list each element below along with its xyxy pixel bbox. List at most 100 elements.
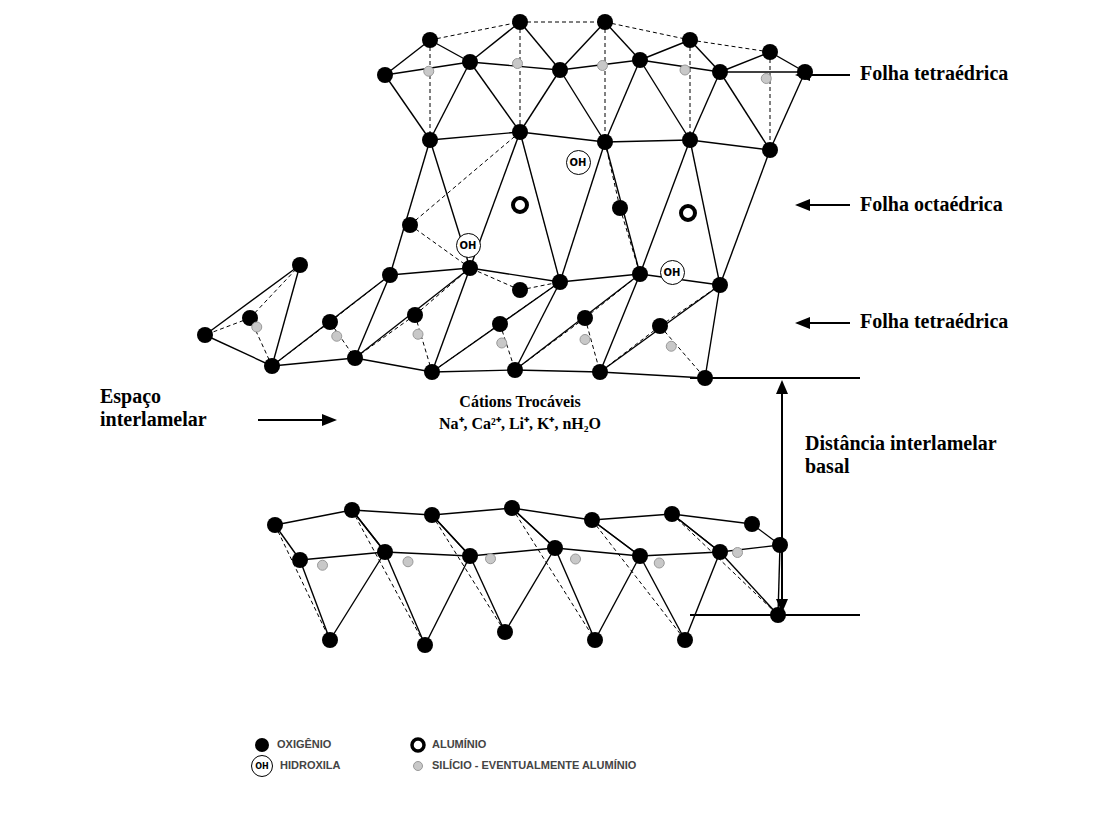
oxygen-atom <box>597 134 613 150</box>
bond-line <box>425 556 470 645</box>
bond-line <box>672 514 752 524</box>
bond-line <box>432 515 470 556</box>
oxygen-atom <box>632 266 648 282</box>
oxygen-atom <box>652 318 668 334</box>
bond-line <box>672 514 720 552</box>
bond-line <box>512 508 555 548</box>
bond-line <box>605 60 640 142</box>
bond-line <box>385 75 430 140</box>
bond-line <box>520 22 560 70</box>
bond-line <box>720 545 780 552</box>
silicon-atom <box>513 59 523 69</box>
leader-arrow <box>806 74 850 76</box>
oxygen-atom <box>507 362 523 378</box>
silicon-atom <box>332 331 342 341</box>
silicon-atom <box>413 329 423 339</box>
bond-line <box>272 358 355 366</box>
bond-line <box>720 72 770 150</box>
bond-line <box>355 268 470 358</box>
oxygen-atom <box>424 364 440 380</box>
oxygen-atom <box>377 67 393 83</box>
label-arrows <box>258 69 860 615</box>
oxygen-atom <box>547 540 563 556</box>
bond-line <box>430 62 470 140</box>
bond-line <box>470 62 520 132</box>
oxygen-atom <box>344 502 360 518</box>
leader-arrow <box>806 322 850 324</box>
bond-line <box>555 548 640 556</box>
hidden-bond-line <box>352 510 425 645</box>
hidden-bond-line <box>512 508 595 640</box>
bond-line <box>385 552 425 645</box>
bond-line <box>432 515 470 556</box>
silicon-atom <box>424 66 434 76</box>
bond-line <box>430 132 520 140</box>
bond-line <box>432 370 515 372</box>
aluminium-atom <box>681 206 695 220</box>
ion-label: Na⁺, Ca²⁺, Li⁺, K⁺, nH₂O <box>439 414 601 433</box>
bond-line <box>690 140 770 150</box>
oxygen-atom <box>577 310 593 326</box>
oxygen-atom <box>552 62 568 78</box>
legend-text: ALUMÍNIO <box>432 738 486 750</box>
bond-line <box>600 372 705 378</box>
hidden-bond-line <box>415 268 470 315</box>
oxygen-atom <box>322 314 338 330</box>
leader-arrow <box>258 419 325 421</box>
arrow-head <box>776 599 788 613</box>
oxygen-atom <box>584 512 600 528</box>
leader-arrow <box>806 204 850 206</box>
oxygen-atom <box>462 54 478 70</box>
oxygen-atom <box>197 327 213 343</box>
bond-line <box>560 274 640 282</box>
legend-text: OXIGÊNIO <box>277 738 331 750</box>
oxygen-atom <box>762 142 778 158</box>
bond-line <box>705 285 720 378</box>
bond-line <box>272 275 390 366</box>
oxygen-atom <box>512 282 528 298</box>
aluminium-sample <box>412 739 424 751</box>
legend-text: SILÍCIO - EVENTUALMENTE ALUMÍNIO <box>432 759 636 771</box>
oxygen-atom <box>424 507 440 523</box>
oxygen-atom <box>677 632 693 648</box>
oxygen-atom <box>682 32 698 48</box>
legend-text: HIDROXILA <box>280 759 341 771</box>
silicon-atom <box>654 558 664 568</box>
oxygen-atom <box>492 316 508 332</box>
legend-samples <box>255 738 424 771</box>
oxygen-atom <box>504 500 520 516</box>
silicon-atom <box>571 554 581 564</box>
bond-line <box>470 556 505 632</box>
bond-line <box>720 52 770 72</box>
bond-line <box>470 548 555 556</box>
bond-line <box>205 335 272 366</box>
hidden-bond-line <box>605 22 690 40</box>
bond-line <box>390 268 470 275</box>
silicon-sample <box>414 762 423 771</box>
silicon-atom <box>761 74 771 84</box>
bond-line <box>470 268 560 282</box>
oxygen-atom <box>682 132 698 148</box>
region-label: Espaço interlamelar <box>100 385 240 431</box>
oxygen-atom <box>322 632 338 648</box>
oxygen-atom <box>597 14 613 30</box>
bond-lines <box>205 22 805 645</box>
bond-line <box>595 556 640 640</box>
dimension-label: Distância interlamelar basal <box>805 432 1005 478</box>
bond-line <box>352 510 432 515</box>
bond-line <box>390 140 430 275</box>
bond-line <box>600 285 720 372</box>
silicon-atom <box>486 554 496 564</box>
bond-line <box>560 70 605 142</box>
bond-line <box>640 552 720 556</box>
arrow-head <box>795 317 810 329</box>
hidden-bond-line <box>620 208 640 274</box>
bond-line <box>720 71 805 72</box>
hidden-bond-line <box>520 22 605 23</box>
bond-line <box>205 265 300 335</box>
bond-line <box>300 552 385 560</box>
oxygen-atom <box>407 307 423 323</box>
bond-line <box>432 282 560 372</box>
hidden-bond-line <box>500 282 560 324</box>
